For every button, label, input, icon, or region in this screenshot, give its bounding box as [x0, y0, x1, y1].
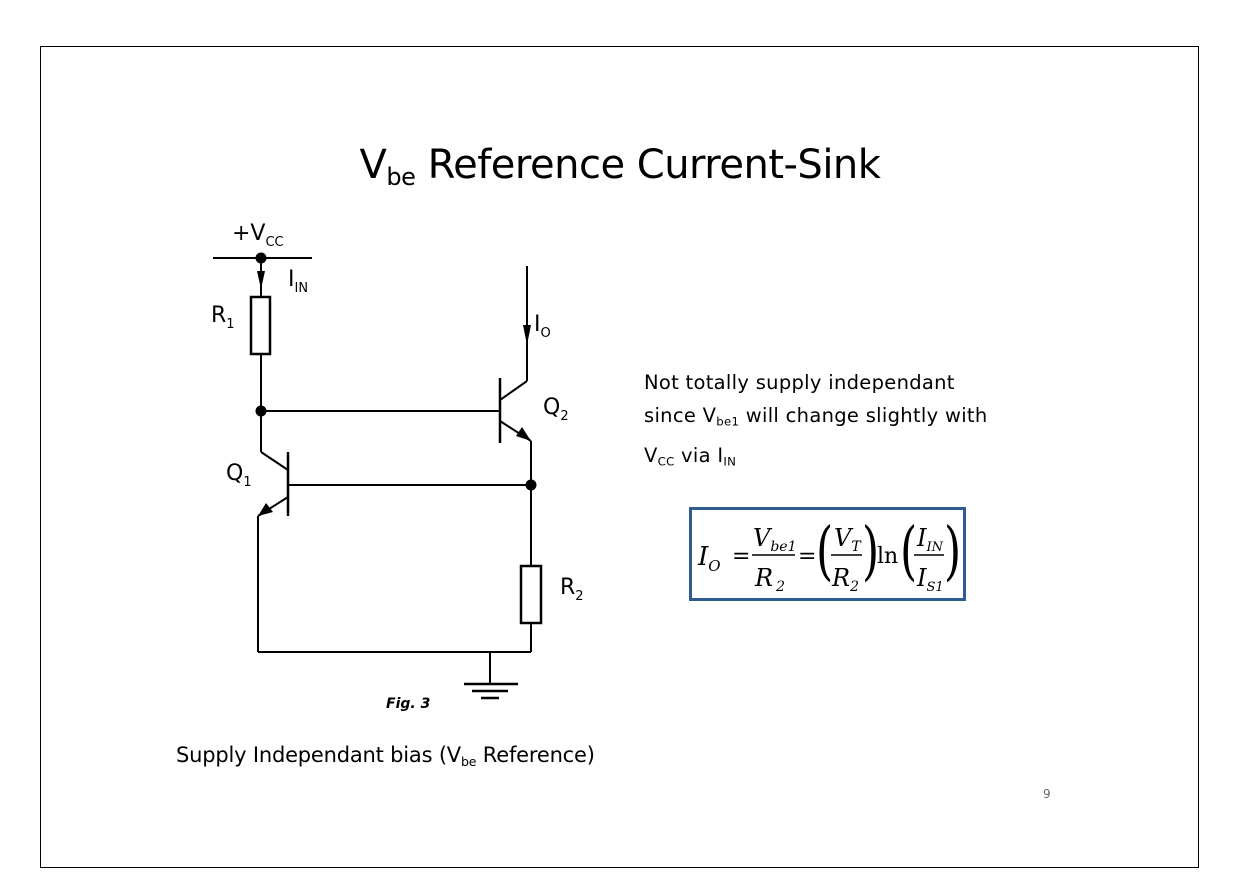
label-vcc: +VCC	[232, 221, 284, 250]
formula-eq-2: =	[798, 544, 816, 569]
formula-paren-close-1: )	[862, 513, 879, 588]
formula-ln: ln	[877, 544, 898, 569]
label-q2: Q2	[543, 395, 569, 424]
label-io: IO	[534, 312, 551, 341]
formula-f3-num: IIN	[916, 524, 944, 555]
slide-frame	[40, 46, 1199, 868]
note-text: Not totally supply independant since Vbe…	[644, 366, 1008, 478]
slide-caption: Supply Independant bias (Vbe Reference)	[176, 743, 595, 769]
formula-paren-open-2: (	[900, 513, 917, 588]
q2-emitter-arrow-icon	[516, 427, 531, 441]
node-q1-base	[525, 479, 537, 491]
q1-emitter-arrow-icon	[258, 503, 273, 516]
formula-f3-den: IS1	[916, 564, 944, 595]
page-number: 9	[1043, 787, 1051, 801]
iin-arrow-icon	[257, 271, 265, 289]
label-iin: IIN	[288, 267, 308, 296]
formula-f2-num: VT	[834, 524, 862, 555]
slide-title: Vbe Reference Current-Sink	[359, 142, 881, 192]
resistor-r2	[519, 564, 543, 625]
note-line-3: VCC via IIN	[644, 443, 737, 469]
label-q1: Q1	[226, 461, 252, 490]
figure-label: Fig. 3	[386, 696, 430, 712]
formula-paren-close-2: )	[944, 513, 961, 588]
io-arrow-icon	[523, 325, 531, 345]
node-r1-base	[255, 405, 267, 417]
resistor-r1	[249, 295, 272, 356]
node-vcc	[255, 252, 267, 264]
formula-eq-1: =	[732, 544, 750, 569]
q2-collector	[499, 380, 528, 401]
label-r1: R1	[211, 303, 235, 332]
formula-f1-num: Vbe1	[753, 524, 797, 555]
q1-collector	[260, 451, 289, 471]
formula-f2-den: R2	[831, 564, 859, 595]
formula-paren-open-1: (	[816, 513, 833, 588]
note-line-2: since Vbe1 will change slightly with	[644, 404, 988, 429]
formula-lhs: IO	[697, 542, 721, 575]
label-r2: R2	[560, 575, 584, 604]
note-line-1: Not totally supply independant	[644, 371, 955, 394]
